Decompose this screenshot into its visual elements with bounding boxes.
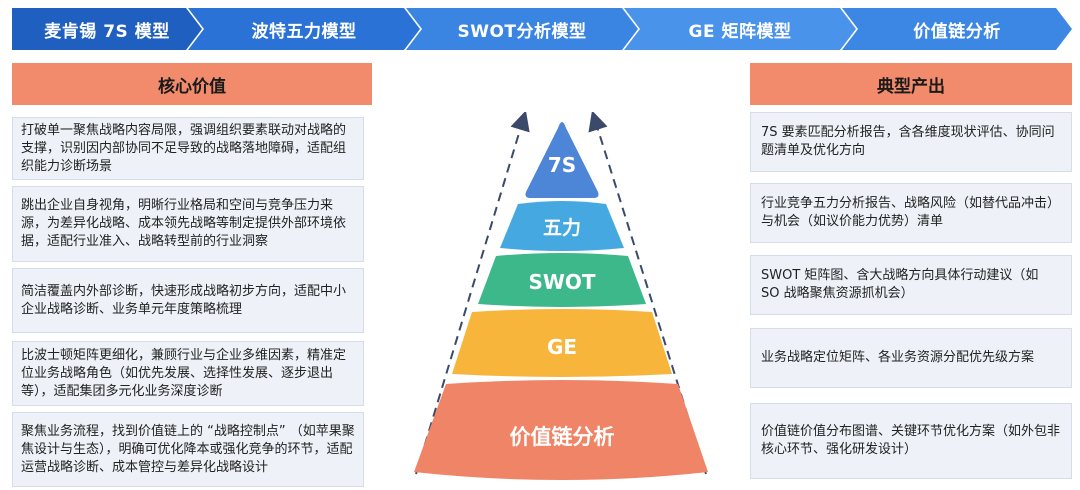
core-value-ge: 比波士顿矩阵更细化，兼顾行业与企业多维因素，精准定位业务战略角色（如优先发展、选… [12, 341, 364, 406]
core-value-7s: 打破单一聚焦战略内容局限，强调组织要素联动对战略的支撑，识别因内部协同不足导致的… [12, 117, 364, 180]
tier-label-swot: SWOT [528, 270, 595, 294]
output-five-forces: 行业竞争五力分析报告、战略风险（如替代品冲击）与机会（如议价能力优势）清单 [750, 183, 1072, 243]
step-label: 麦肯锡 7S 模型 [44, 21, 170, 42]
pyramid-tier-ge [452, 309, 672, 377]
step-value-chain: 价值链分析 [842, 8, 1072, 50]
box-text: 行业竞争五力分析报告、战略风险（如替代品冲击）与机会（如议价能力优势）清单 [761, 196, 1061, 229]
box-text: 业务战略定位矩阵、各业务资源分配优先级方案 [761, 350, 1035, 365]
pyramid-tier-five-forces [500, 201, 624, 251]
core-value-swot: 简洁覆盖内外部诊断，快速形成战略初步方向，适配中小企业战略诊断、业务单元年度策略… [12, 268, 364, 333]
step-label: SWOT分析模型 [457, 21, 587, 42]
model-pyramid: 7S 五力 SWOT GE 价值链分析 [414, 112, 708, 480]
output-swot: SWOT 矩阵图、含大战略方向具体行动建议（如 SO 战略聚焦资源抓机会） [750, 255, 1072, 315]
typical-output-title: 典型产出 [877, 76, 945, 97]
core-value-header: 核心价值 [12, 63, 372, 105]
core-value-title: 核心价值 [158, 76, 226, 97]
step-label: GE 矩阵模型 [688, 21, 792, 42]
output-7s: 7S 要素匹配分析报告，含各维度现状评估、协同问题清单及优化方向 [750, 112, 1072, 172]
tier-label-five-forces: 五力 [543, 216, 581, 239]
step-five-forces: 波特五力模型 [188, 8, 420, 50]
typical-output-header: 典型产出 [750, 63, 1072, 105]
pyramid-tier-7s [525, 122, 599, 198]
tier-label-ge: GE [547, 335, 577, 359]
core-value-five-forces: 跳出企业自身视角，明晰行业格局和空间与竞争压力来源，为差异化战略、成本领先战略等… [12, 186, 364, 262]
pyramid-tier-swot [478, 253, 646, 307]
tier-label-value-chain: 价值链分析 [510, 425, 615, 449]
output-ge: 业务战略定位矩阵、各业务资源分配优先级方案 [750, 328, 1072, 388]
step-ge: GE 矩阵模型 [624, 8, 856, 50]
box-text: 简洁覆盖内外部诊断，快速形成战略初步方向，适配中小企业战略诊断、业务单元年度策略… [21, 283, 347, 317]
step-swot: SWOT分析模型 [406, 8, 638, 50]
core-value-value-chain: 聚焦业务流程，找到价值链上的 “战略控制点” （如苹果聚焦设计与生态），明确可优… [12, 412, 364, 487]
box-text: 聚焦业务流程，找到价值链上的 “战略控制点” （如苹果聚焦设计与生态），明确可优… [21, 423, 355, 475]
box-text: SWOT 矩阵图、含大战略方向具体行动建议（如 SO 战略聚焦资源抓机会） [761, 268, 1039, 301]
output-value-chain: 价值链价值分布图谱、关键环节优化方案（如外包非核心环节、强化研发设计） [750, 403, 1072, 479]
tier-label-7s: 7S [548, 153, 576, 177]
step-label: 价值链分析 [913, 21, 1001, 42]
process-steps-bar: 麦肯锡 7S 模型 波特五力模型 SWOT分析模型 GE 矩阵模型 价值链分析 [12, 8, 1072, 50]
step-7s: 麦肯锡 7S 模型 [12, 8, 202, 50]
box-text: 打破单一聚焦战略内容局限，强调组织要素联动对战略的支撑，识别因内部协同不足导致的… [21, 122, 347, 174]
box-text: 价值链价值分布图谱、关键环节优化方案（如外包非核心环节、强化研发设计） [761, 424, 1061, 457]
box-text: 比波士顿矩阵更细化，兼顾行业与企业多维因素，精准定位业务战略角色（如优先发展、选… [21, 347, 347, 399]
pyramid-tier-value-chain [414, 380, 708, 480]
step-label: 波特五力模型 [251, 21, 357, 42]
left-upward-arrow [415, 112, 530, 475]
box-text: 跳出企业自身视角，明晰行业格局和空间与竞争压力来源，为差异化战略、成本领先战略等… [21, 198, 347, 249]
box-text: 7S 要素匹配分析报告，含各维度现状评估、协同问题清单及优化方向 [761, 125, 1055, 158]
